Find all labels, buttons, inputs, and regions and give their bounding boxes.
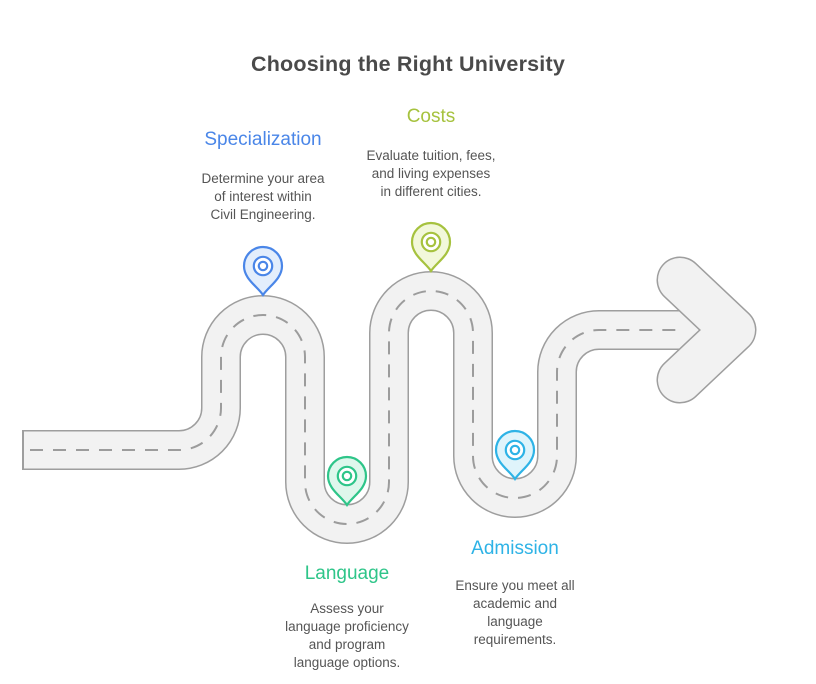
location-pin-costs <box>410 221 452 274</box>
road-surface <box>24 272 706 543</box>
direction-arrow <box>656 256 757 404</box>
milestone-label-admission: Admission <box>471 538 559 559</box>
pin-ring-inner <box>257 260 269 272</box>
pin-ring-inner <box>425 236 437 248</box>
page-title: Choosing the Right University <box>251 52 565 76</box>
milestone-label-costs: Costs <box>406 106 456 127</box>
milestone-description-costs: Evaluate tuition, fees,and living expens… <box>366 148 496 199</box>
location-pin-admission <box>494 429 536 482</box>
milestone-label-language: Language <box>304 563 390 584</box>
pin-ring-inner <box>341 470 353 482</box>
pin-ring-inner <box>509 444 521 456</box>
milestone-label-specialization: Specialization <box>204 129 322 150</box>
location-pin-language <box>326 455 368 508</box>
road-center-dashes <box>30 290 676 525</box>
arrow-head-surface <box>658 258 755 402</box>
location-pin-specialization <box>242 245 284 298</box>
